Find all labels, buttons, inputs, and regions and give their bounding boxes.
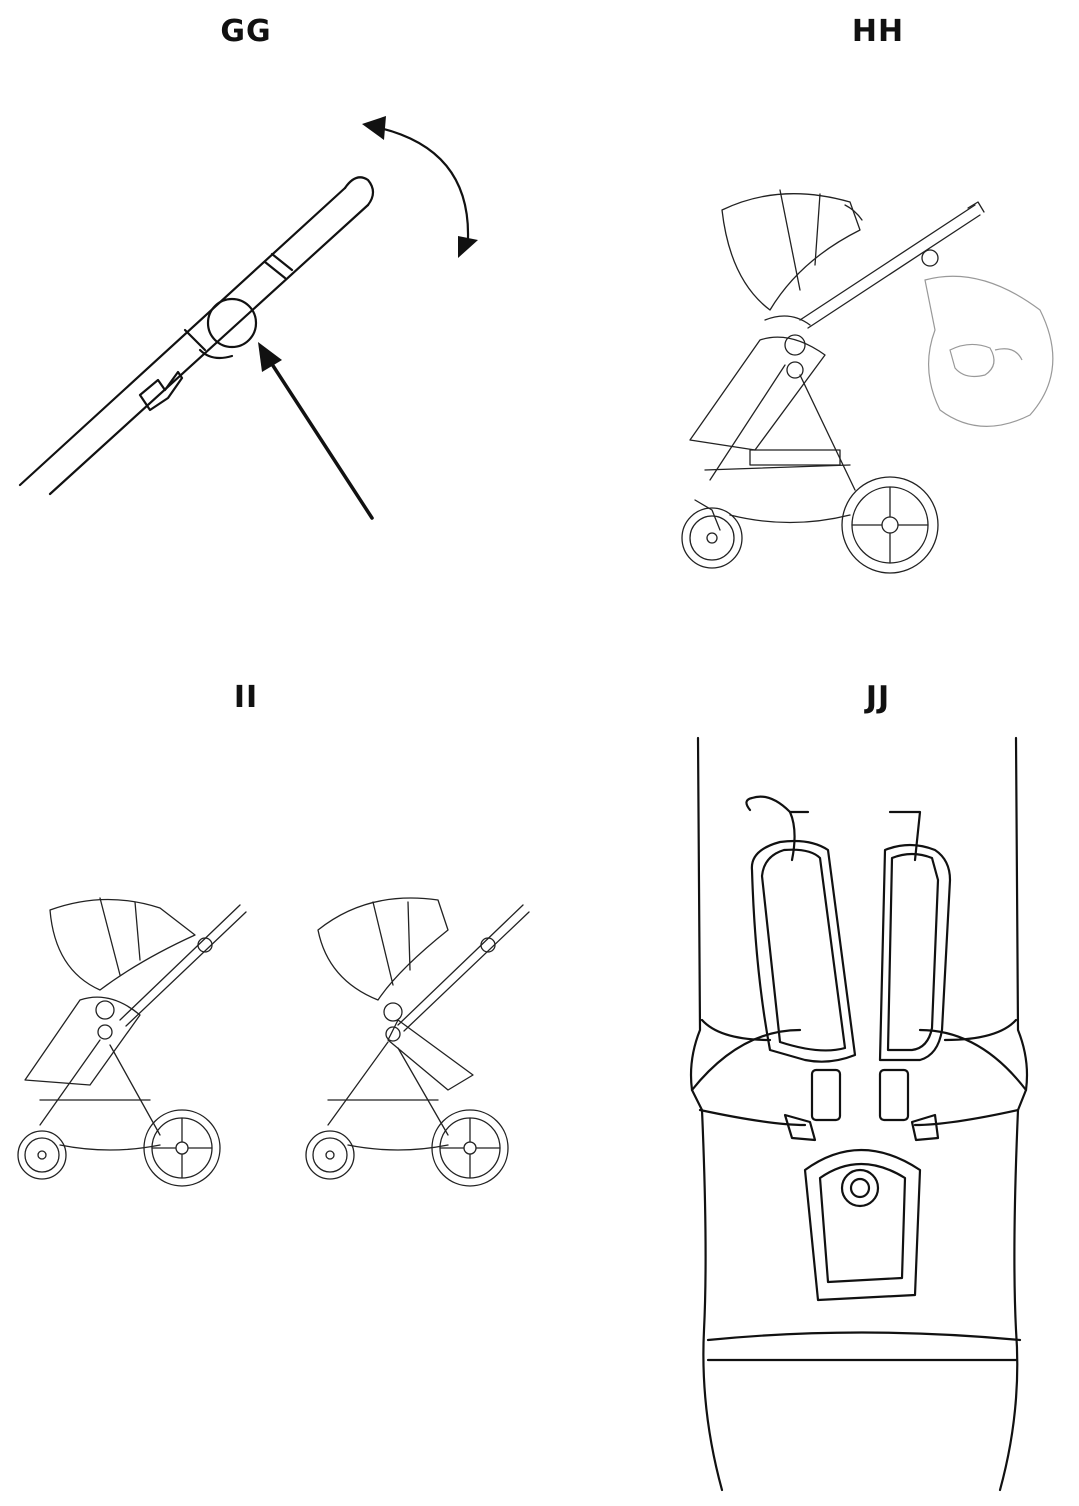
stroller-frame (704, 364, 856, 524)
rotate-arrow-icon (362, 116, 478, 258)
right-buckle (878, 1068, 940, 1142)
seat-outline (689, 736, 1029, 1492)
stroller-frame (327, 1041, 449, 1151)
figure-label-hh: HH (851, 14, 905, 49)
press-arrow-icon (258, 342, 374, 520)
stroller-handle (119, 904, 247, 1027)
figure-gg-handlebar (0, 0, 540, 560)
stroller-canopy (721, 189, 863, 311)
figure-jj-harness (680, 730, 1050, 1500)
right-shoulder-strap (878, 810, 952, 1062)
figure-label-jj: JJ (865, 680, 891, 715)
stroller-canopy (317, 897, 449, 1001)
figure-ii-stroller-left (10, 890, 260, 1190)
stroller-seat (689, 315, 826, 451)
front-wheel (305, 1130, 355, 1180)
latch-clip (138, 370, 184, 412)
stroller-seat (24, 996, 141, 1086)
stroller-seat (383, 1002, 474, 1091)
fold-button (198, 297, 258, 360)
crotch-buckle (803, 1148, 922, 1302)
waist-strap (690, 1018, 1028, 1127)
handlebar-tube (18, 176, 375, 496)
rear-wheel (143, 1109, 221, 1187)
rear-wheel (431, 1109, 509, 1187)
stroller-handle (397, 904, 530, 1032)
figure-hh-stroller (650, 170, 1070, 590)
stroller-canopy (49, 897, 196, 991)
left-buckle (783, 1068, 842, 1142)
rear-wheel (841, 476, 939, 574)
front-wheel (681, 499, 743, 569)
hand-detail-bubble (924, 275, 1054, 427)
front-wheel (17, 1130, 67, 1180)
figure-label-gg: GG (220, 14, 272, 49)
figure-ii-stroller-right (298, 890, 548, 1190)
left-shoulder-strap (745, 795, 857, 1063)
stroller-frame (39, 1039, 161, 1151)
figure-label-ii: II (233, 680, 259, 715)
stroller-handle (799, 201, 985, 329)
